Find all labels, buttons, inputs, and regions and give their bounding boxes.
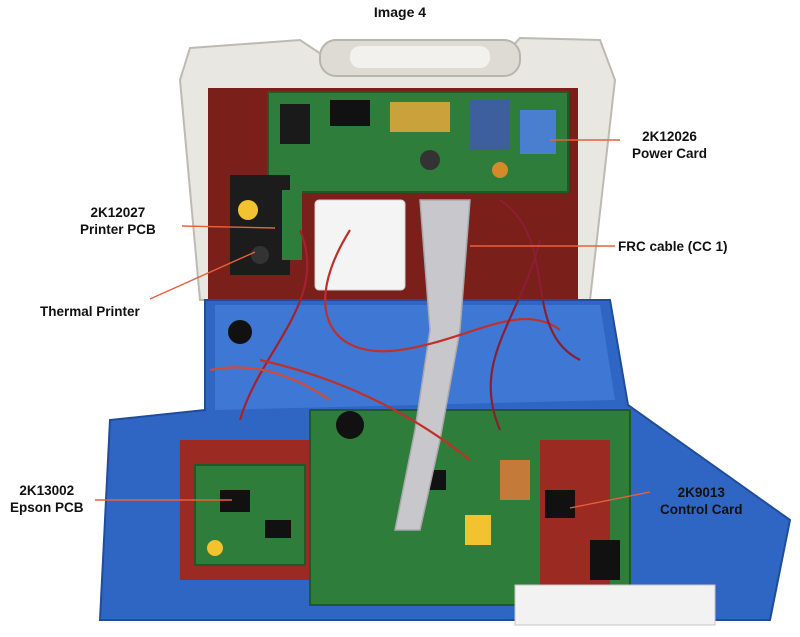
leader-control-card [569, 491, 651, 509]
label-printer-pcb-code: 2K12027 [90, 205, 146, 220]
leader-printer-pcb [181, 225, 276, 229]
buzzer [228, 320, 252, 344]
label-power-card-name: Power Card [632, 146, 708, 161]
label-control-card-name: Control Card [660, 502, 743, 517]
label-power-card-code: 2K12026 [642, 129, 697, 144]
wiring-harness [209, 199, 581, 461]
leader-lines [95, 139, 651, 509]
frc-ribbon-cable [394, 199, 471, 531]
label-printer-pcb-name: Printer PCB [80, 222, 156, 237]
label-epson-pcb-code: 2K13002 [19, 483, 75, 498]
epson-pcb [180, 440, 320, 580]
inner-container [314, 199, 406, 291]
label-frc-cable: FRC cable (CC 1) [618, 239, 728, 254]
thermal-printer-unit [230, 175, 302, 275]
label-control-card: 2K9013 Control Card [660, 484, 743, 518]
warning-sticker [514, 584, 716, 626]
leader-thermal-printer [149, 251, 256, 300]
label-epson-pcb-name: Epson PCB [10, 500, 84, 515]
label-power-card: 2K12026 Power Card [632, 128, 707, 162]
printer-pcb [282, 190, 302, 260]
label-printer-pcb: 2K12027 Printer PCB [80, 204, 156, 238]
label-thermal-printer: Thermal Printer [40, 304, 140, 319]
label-epson-pcb: 2K13002 Epson PCB [10, 482, 84, 516]
power-card-pcb [267, 91, 569, 193]
label-control-card-code: 2K9013 [677, 485, 725, 500]
image-title: Image 4 [373, 4, 427, 20]
control-card-pcb [309, 409, 716, 626]
